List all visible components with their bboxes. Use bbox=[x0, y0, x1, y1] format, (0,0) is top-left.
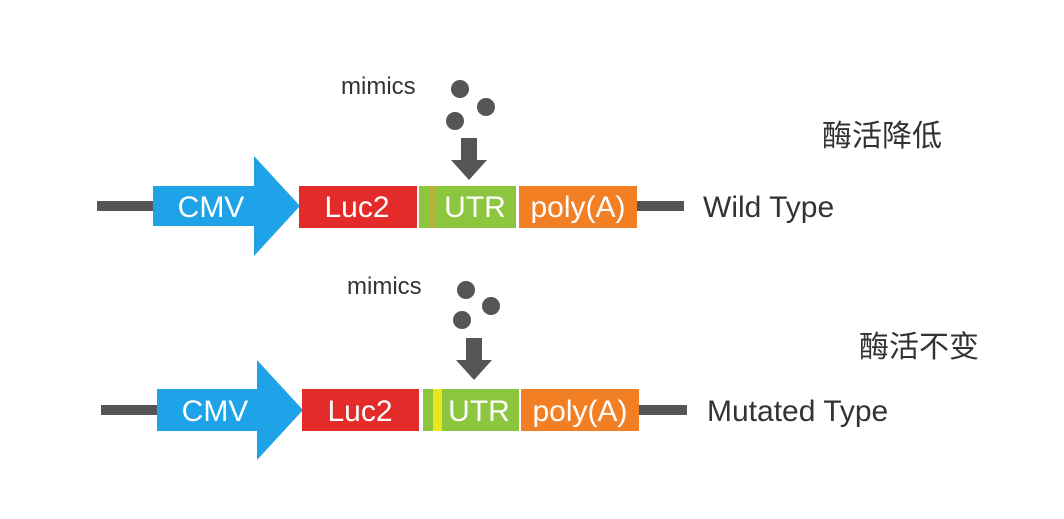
enzyme-activity-effect: 酶活不变 bbox=[859, 330, 979, 365]
cmv-label: CMV bbox=[182, 395, 249, 428]
polya-label: poly(A) bbox=[530, 191, 625, 224]
mimics-molecules bbox=[453, 281, 500, 329]
utr-label: UTR bbox=[448, 395, 510, 428]
cmv-promoter-arrow bbox=[153, 156, 300, 256]
mimics-label: mimics bbox=[347, 273, 422, 300]
backbone-line-right bbox=[636, 201, 684, 211]
mimic-molecule bbox=[453, 311, 471, 329]
utr-binding-site bbox=[430, 186, 435, 228]
binding-arrow-icon bbox=[456, 338, 492, 380]
construct-mutated-type: mimics CMV Luc2 UTR poly(A) Mutated Type… bbox=[101, 273, 979, 460]
mimic-molecule bbox=[457, 281, 475, 299]
utr-segment bbox=[419, 186, 516, 228]
backbone-line-left bbox=[101, 405, 171, 415]
luc2-label: Luc2 bbox=[324, 191, 389, 224]
mimic-molecule bbox=[477, 98, 495, 116]
binding-arrow-icon bbox=[451, 138, 487, 180]
backbone-line-right bbox=[639, 405, 687, 415]
enzyme-activity-effect: 酶活降低 bbox=[822, 119, 942, 154]
mimic-molecule bbox=[482, 297, 500, 315]
polya-segment bbox=[519, 186, 637, 228]
luc2-label: Luc2 bbox=[327, 395, 392, 428]
mimic-molecule bbox=[451, 80, 469, 98]
utr-label: UTR bbox=[444, 191, 506, 224]
cmv-label: CMV bbox=[178, 191, 245, 224]
mimic-molecule bbox=[446, 112, 464, 130]
mimics-molecules bbox=[446, 80, 495, 130]
polya-segment bbox=[521, 389, 639, 431]
mimics-label: mimics bbox=[341, 73, 416, 100]
construct-type-label: Wild Type bbox=[703, 191, 834, 224]
construct-type-label: Mutated Type bbox=[707, 395, 888, 428]
luc2-segment bbox=[302, 389, 419, 431]
construct-wild-type: mimics CMV Luc2 UTR poly(A) Wild Type 酶活… bbox=[97, 73, 942, 256]
utr-mutation-site bbox=[433, 389, 442, 431]
backbone-line-left bbox=[97, 201, 169, 211]
luc2-segment bbox=[299, 186, 417, 228]
polya-label: poly(A) bbox=[532, 395, 627, 428]
cmv-promoter-arrow bbox=[157, 360, 303, 460]
